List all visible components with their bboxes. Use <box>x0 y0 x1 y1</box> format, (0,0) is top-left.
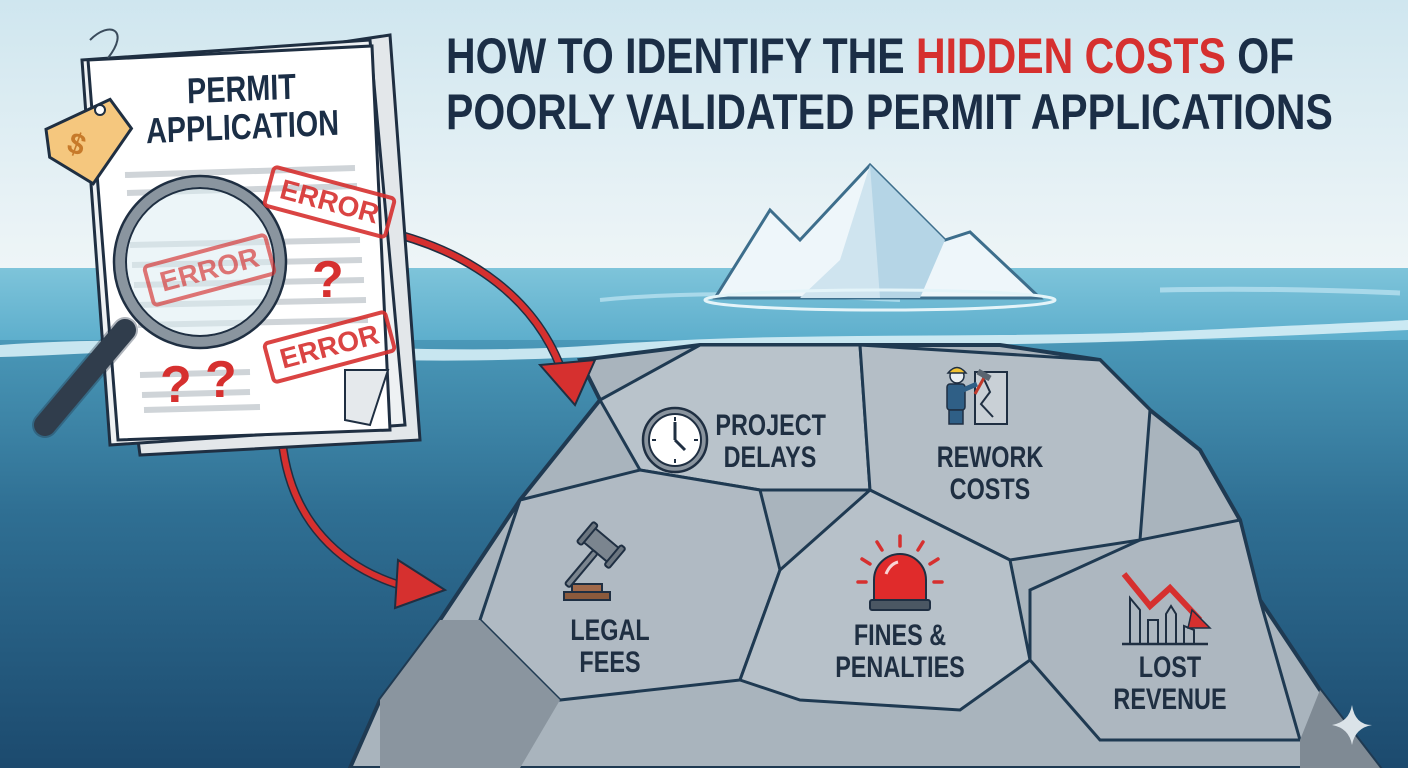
label-line: REWORK <box>936 441 1044 474</box>
cost-label-rework-costs: REWORK COSTS <box>935 442 1044 506</box>
label-line: REVENUE <box>1113 683 1227 716</box>
permit-document-stack <box>32 28 422 457</box>
headline-text: OF <box>1225 28 1295 84</box>
declining-chart-icon <box>1121 572 1212 646</box>
sparkle-icon <box>1332 705 1372 745</box>
label-line: PROJECT <box>715 409 826 442</box>
headline-line-1: HOW TO IDENTIFY THE HIDDEN COSTS OF <box>446 28 1294 84</box>
question-mark: ? <box>160 356 192 414</box>
headline: HOW TO IDENTIFY THE HIDDEN COSTS OF POOR… <box>446 28 1333 140</box>
label-line: COSTS <box>949 473 1031 506</box>
iceberg-tip <box>703 162 1057 312</box>
worker-hammer-icon <box>946 366 1008 425</box>
iceberg-underwater <box>347 343 1383 768</box>
label-line: LEGAL <box>570 614 650 647</box>
label-line: FEES <box>579 646 641 679</box>
cost-label-lost-revenue: LOST REVENUE <box>1112 652 1229 716</box>
gavel-icon <box>563 521 626 601</box>
arrow-to-iceberg-bottom <box>277 439 448 610</box>
clock-icon <box>641 406 709 474</box>
label-line: PENALTIES <box>835 651 965 684</box>
cost-label-project-delays: PROJECT DELAYS <box>715 409 826 474</box>
question-mark: ? <box>312 251 344 309</box>
label-line: FINES & <box>853 619 947 652</box>
headline-highlight: HIDDEN COSTS <box>916 28 1226 84</box>
document-title-line-2: APPLICATION <box>145 101 340 152</box>
magnifying-glass-icon <box>32 174 288 438</box>
document-title: PERMIT APPLICATION <box>137 65 347 152</box>
cost-label-legal-fees: LEGAL FEES <box>555 615 664 679</box>
label-line: LOST <box>1138 651 1202 684</box>
headline-line-2: POORLY VALIDATED PERMIT APPLICATIONS <box>446 84 1333 140</box>
siren-icon <box>856 534 944 611</box>
question-mark: ? <box>205 351 237 409</box>
arrow-to-iceberg-top <box>379 225 597 407</box>
price-tag-icon <box>44 28 134 186</box>
label-line: DELAYS <box>723 441 817 474</box>
cost-label-fines-penalties: FINES & PENALTIES <box>830 620 970 684</box>
headline-text: HOW TO IDENTIFY THE <box>446 28 917 84</box>
